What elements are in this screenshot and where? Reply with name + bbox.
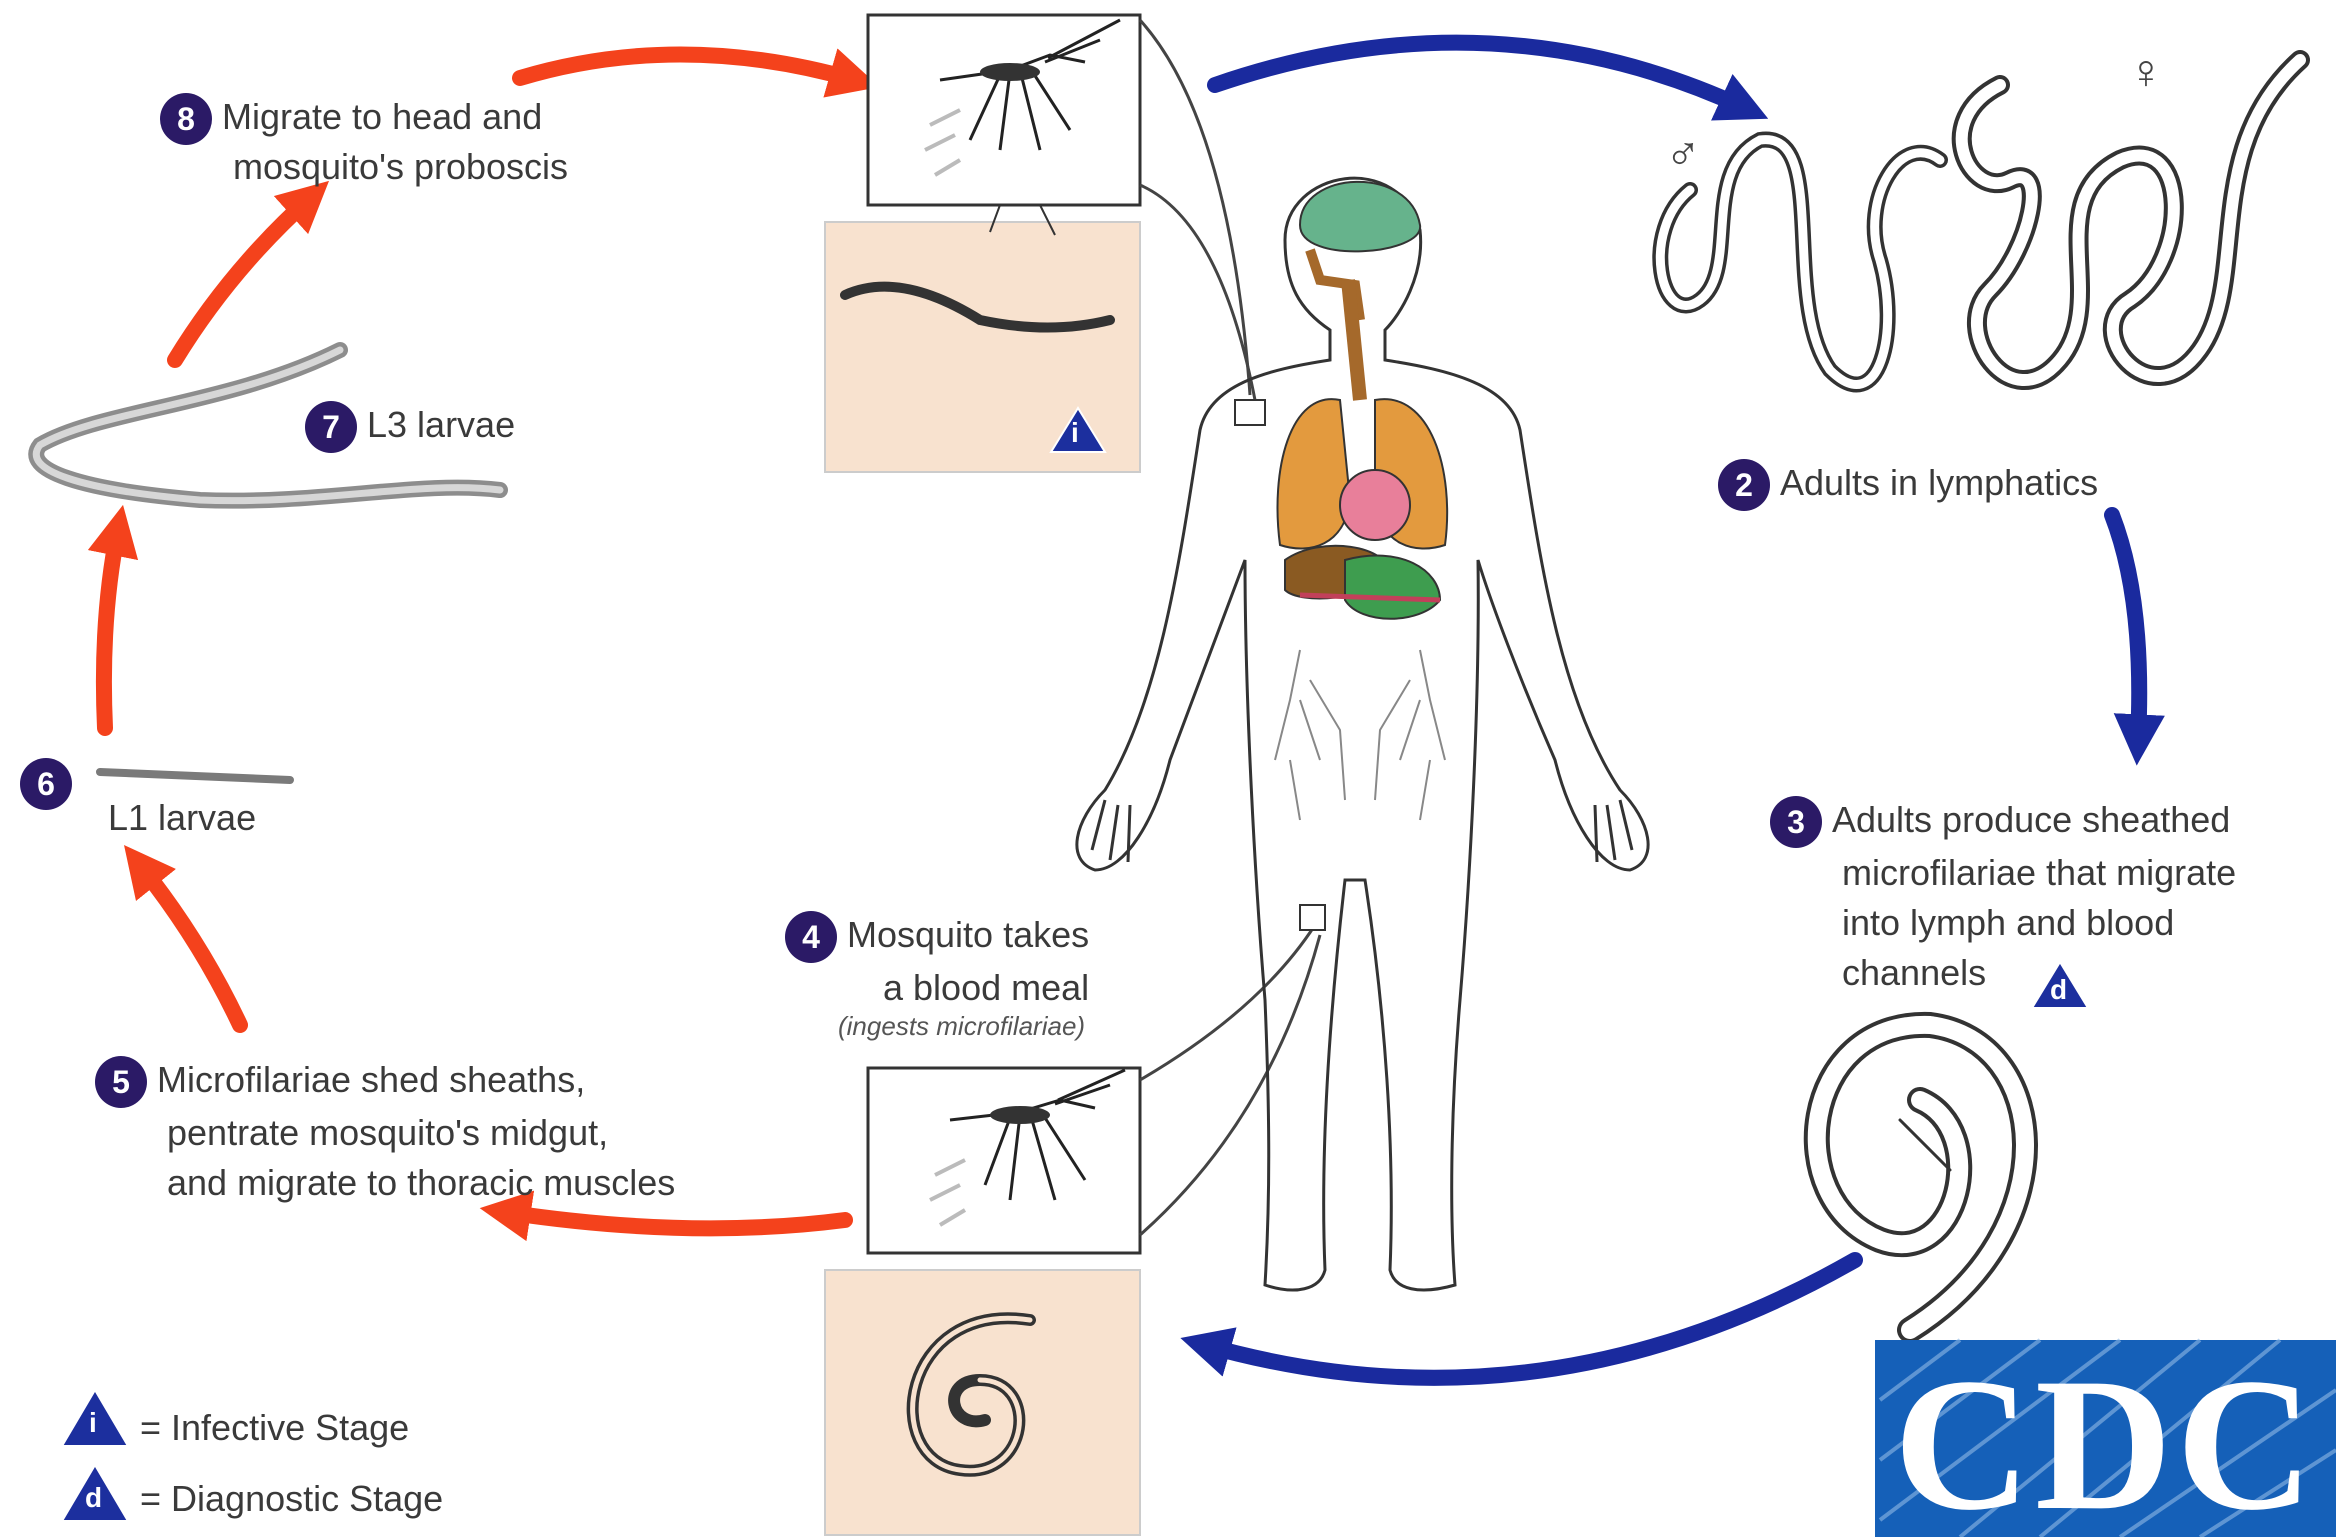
- cdc-logo-text: CDC: [1875, 1338, 2336, 1537]
- legend-diagnostic-letter: d: [85, 1480, 102, 1516]
- step-7-badge: 7: [305, 401, 357, 453]
- step-3-line-2: microfilariae that migrate: [1770, 848, 2236, 898]
- mosquito-bloodmeal-inset: [825, 1068, 1140, 1535]
- step-8-line-2-wrap: mosquito's proboscis: [233, 142, 568, 192]
- female-symbol: ♀: [2128, 48, 2164, 98]
- step-3-label: 3Adults produce sheathed microfilariae t…: [1770, 795, 2236, 998]
- legend-diagnostic: = Diagnostic Stage: [140, 1478, 443, 1520]
- step-2-text: Adults in lymphatics: [1780, 462, 2098, 503]
- male-symbol: ♂: [1665, 130, 1701, 180]
- arrow-bloodmeal-to-shed: [505, 1212, 845, 1228]
- step-4-label: 4Mosquito takes a blood meal: [785, 910, 1089, 1013]
- human-figure: [1077, 178, 1648, 1290]
- microfilaria: [1817, 1025, 2025, 1330]
- arrow-microfilariae-to-bloodmeal: [1205, 1260, 1855, 1378]
- step-6-label: L1 larvae: [108, 793, 256, 843]
- step-3-badge: 3: [1770, 796, 1822, 848]
- step-5-badge: 5: [95, 1056, 147, 1108]
- step-8-badge: 8: [160, 93, 212, 145]
- lymphatic-vessels: [1275, 650, 1445, 820]
- step-4-badge: 4: [785, 911, 837, 963]
- arrow-shed-to-l1: [140, 865, 240, 1025]
- arrow-l1-to-l3: [104, 530, 118, 728]
- intestine: [1345, 556, 1440, 619]
- arrow-l3-to-head: [175, 198, 310, 360]
- adult-worms: [1660, 60, 2300, 384]
- l1-larva: [100, 772, 290, 780]
- heart: [1340, 470, 1410, 540]
- arrow-head-to-bite: [520, 54, 855, 80]
- step-2-badge: 2: [1718, 459, 1770, 511]
- step-8-line-2: mosquito's proboscis: [233, 146, 568, 187]
- step-2-label: 2Adults in lymphatics: [1718, 458, 2098, 511]
- step-3-line-3: into lymph and blood: [1770, 898, 2236, 948]
- step-6-badge-wrap: 6: [20, 757, 82, 810]
- step-7-label: 7L3 larvae: [305, 400, 515, 453]
- step-3-line-1: Adults produce sheathed: [1832, 799, 2230, 840]
- step-4-line-2: a blood meal: [785, 963, 1089, 1013]
- organs: [1235, 182, 1447, 930]
- step-6-badge: 6: [20, 758, 72, 810]
- mosquito-bite-inset: [825, 15, 1140, 472]
- step-8-line-1: Migrate to head and: [222, 96, 542, 137]
- legend-infective-letter: i: [89, 1405, 97, 1441]
- step-5-line-2: pentrate mosquito's midgut,: [95, 1108, 675, 1158]
- legend-infective: = Infective Stage: [140, 1407, 409, 1449]
- arrow-bite-to-adults: [1215, 43, 1745, 108]
- step-5-line-1: Microfilariae shed sheaths,: [157, 1059, 585, 1100]
- lung-left: [1278, 399, 1351, 548]
- step-6-text: L1 larvae: [108, 797, 256, 838]
- step-4-sub: (ingests microfilariae): [838, 1008, 1085, 1044]
- step-8-label: 8Migrate to head and: [160, 92, 542, 145]
- step-3-line-4: channels: [1770, 948, 2236, 998]
- arrow-adults-to-microfilariae: [2112, 515, 2139, 740]
- diagnostic-marker-letter: d: [2050, 972, 2067, 1008]
- brain: [1300, 182, 1420, 252]
- step-4-line-1: Mosquito takes: [847, 914, 1089, 955]
- step-5-label: 5Microfilariae shed sheaths, pentrate mo…: [95, 1055, 675, 1208]
- step-7-text: L3 larvae: [367, 404, 515, 445]
- step-5-line-3: and migrate to thoracic muscles: [95, 1158, 675, 1208]
- infective-marker-letter: i: [1071, 415, 1079, 451]
